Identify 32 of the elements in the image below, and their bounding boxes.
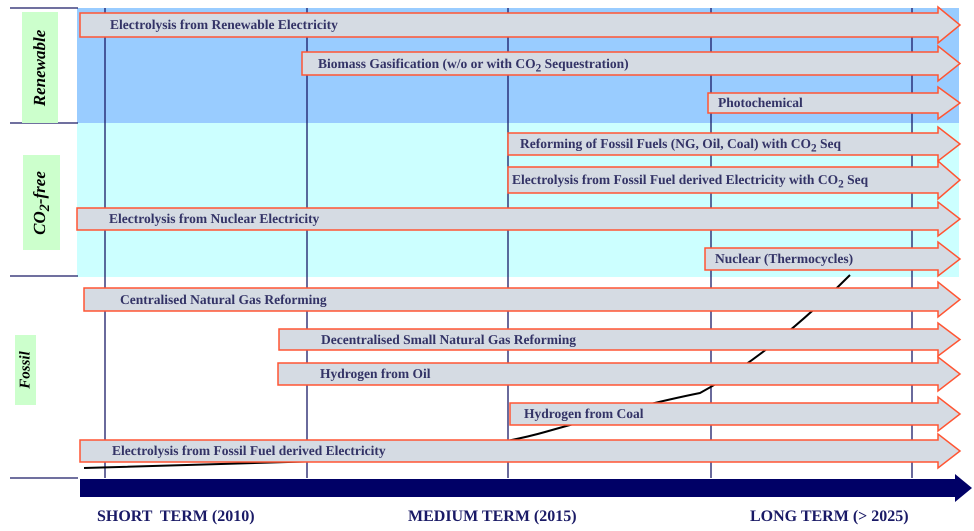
- time-span-bar: [279, 323, 960, 356]
- pathway-label: Photochemical: [718, 96, 803, 110]
- time-span-bar: [84, 282, 960, 317]
- pathway-label: Electrolysis from Nuclear Electricity: [109, 212, 320, 226]
- time-span-bar: [705, 242, 960, 276]
- time-span-bar: [80, 7, 960, 43]
- pathway-label: Decentralised Small Natural Gas Reforming: [321, 332, 576, 346]
- time-span-bar: [278, 357, 960, 391]
- category-label: Fossil: [17, 351, 34, 389]
- term-label: SHORT TERM (2010): [97, 508, 255, 526]
- pathway-label: Hydrogen from Coal: [524, 407, 644, 420]
- pathway-label: Electrolysis from Fossil Fuel derived Electricity with CO$_{2}$ Seq: [512, 173, 868, 191]
- pathway-label: Reforming of Fossil Fuels (NG, Oil, Coal) with CO$_{2}$ Seq: [520, 137, 841, 155]
- time-span-bar: [508, 127, 960, 161]
- pathway-label: Centralised Natural Gas Reforming: [120, 292, 327, 306]
- category-tag: [22, 12, 58, 123]
- time-span-bar: [77, 202, 960, 236]
- pathway-label: Nuclear (Thermocycles): [715, 252, 854, 266]
- category-label: Renewable: [30, 29, 50, 106]
- time-span-bar: [302, 46, 960, 81]
- time-span-bar: [708, 87, 960, 119]
- pathway-label: Electrolysis from Fossil Fuel derived Electricity: [112, 444, 386, 458]
- category-tag: [15, 335, 36, 405]
- term-label: MEDIUM TERM (2015): [408, 508, 577, 526]
- time-span-bar: [508, 161, 960, 199]
- pathway-label: Hydrogen from Oil: [320, 367, 430, 380]
- time-span-bar: [80, 434, 960, 468]
- category-tag: [23, 155, 60, 250]
- time-span-bar: [510, 397, 960, 431]
- pathway-label: Electrolysis from Renewable Electricity: [110, 18, 338, 32]
- term-label: LONG TERM (> 2025): [750, 508, 909, 526]
- pathway-label: Biomass Gasification (w/o or with CO$_{2}$ Sequestration): [318, 56, 629, 74]
